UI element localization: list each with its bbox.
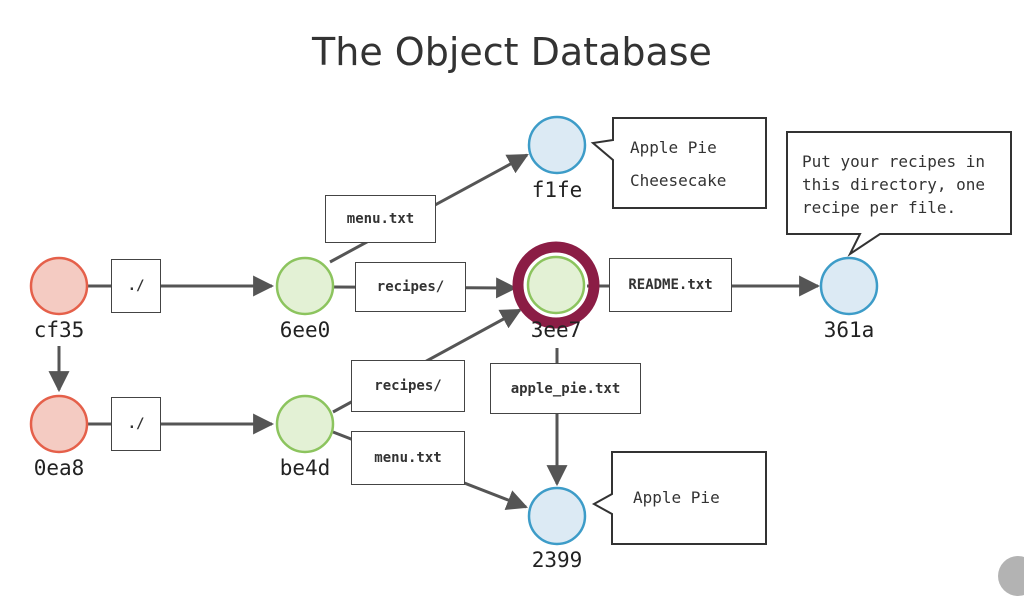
- page-title: The Object Database: [312, 30, 712, 74]
- blob-node-2399: [527, 486, 587, 546]
- blob-node-361a: [819, 256, 879, 316]
- node-label-361a: 361a: [823, 318, 875, 342]
- node-label-cf35: cf35: [33, 318, 85, 342]
- node-label-be4d: be4d: [279, 456, 331, 480]
- content-line: Apple Pie: [630, 138, 717, 157]
- node-label-2399: 2399: [531, 548, 583, 572]
- content-line: Cheesecake: [630, 171, 727, 190]
- tree-node-be4d: [275, 394, 335, 454]
- content-line: Put your recipes in: [802, 152, 986, 171]
- edge-label-recipes-top: recipes/: [355, 262, 466, 312]
- node-label-f1fe: f1fe: [531, 178, 583, 202]
- content-f1fe: Apple Pie Cheesecake: [630, 136, 726, 193]
- content-2399: Apple Pie: [633, 486, 720, 510]
- commit-node-cf35: [29, 256, 89, 316]
- watermark-icon: [998, 556, 1024, 596]
- node-label-6ee0: 6ee0: [279, 318, 331, 342]
- content-line: Apple Pie: [633, 488, 720, 507]
- blob-node-f1fe: [527, 115, 587, 175]
- edge-label-root-top: ./: [111, 259, 161, 313]
- tree-node-6ee0: [275, 256, 335, 316]
- edge-label-menu-bottom: menu.txt: [351, 431, 465, 485]
- edge-label-root-bottom: ./: [111, 397, 161, 451]
- edge-label-apple-pie: apple_pie.txt: [490, 363, 641, 414]
- edge-label-menu-top: menu.txt: [325, 195, 436, 243]
- edge-label-readme: README.txt: [609, 258, 732, 312]
- content-line: recipe per file.: [802, 198, 957, 217]
- node-label-0ea8: 0ea8: [33, 456, 85, 480]
- bubble-2399: [591, 451, 767, 545]
- bubble-361a: [786, 131, 1012, 257]
- content-line: this directory, one: [802, 175, 986, 194]
- content-361a: Put your recipes in this directory, one …: [802, 150, 985, 219]
- node-label-3ee7: 3ee7: [530, 318, 582, 342]
- bubble-f1fe: [590, 117, 767, 209]
- edge-label-recipes-bottom: recipes/: [351, 360, 465, 412]
- tree-node-3ee7: [526, 255, 586, 315]
- commit-node-0ea8: [29, 394, 89, 454]
- diagram-canvas: The Object Database ./ ./ menu.txt recip…: [29, 30, 1024, 596]
- highlight-ring-3ee7: [512, 241, 600, 329]
